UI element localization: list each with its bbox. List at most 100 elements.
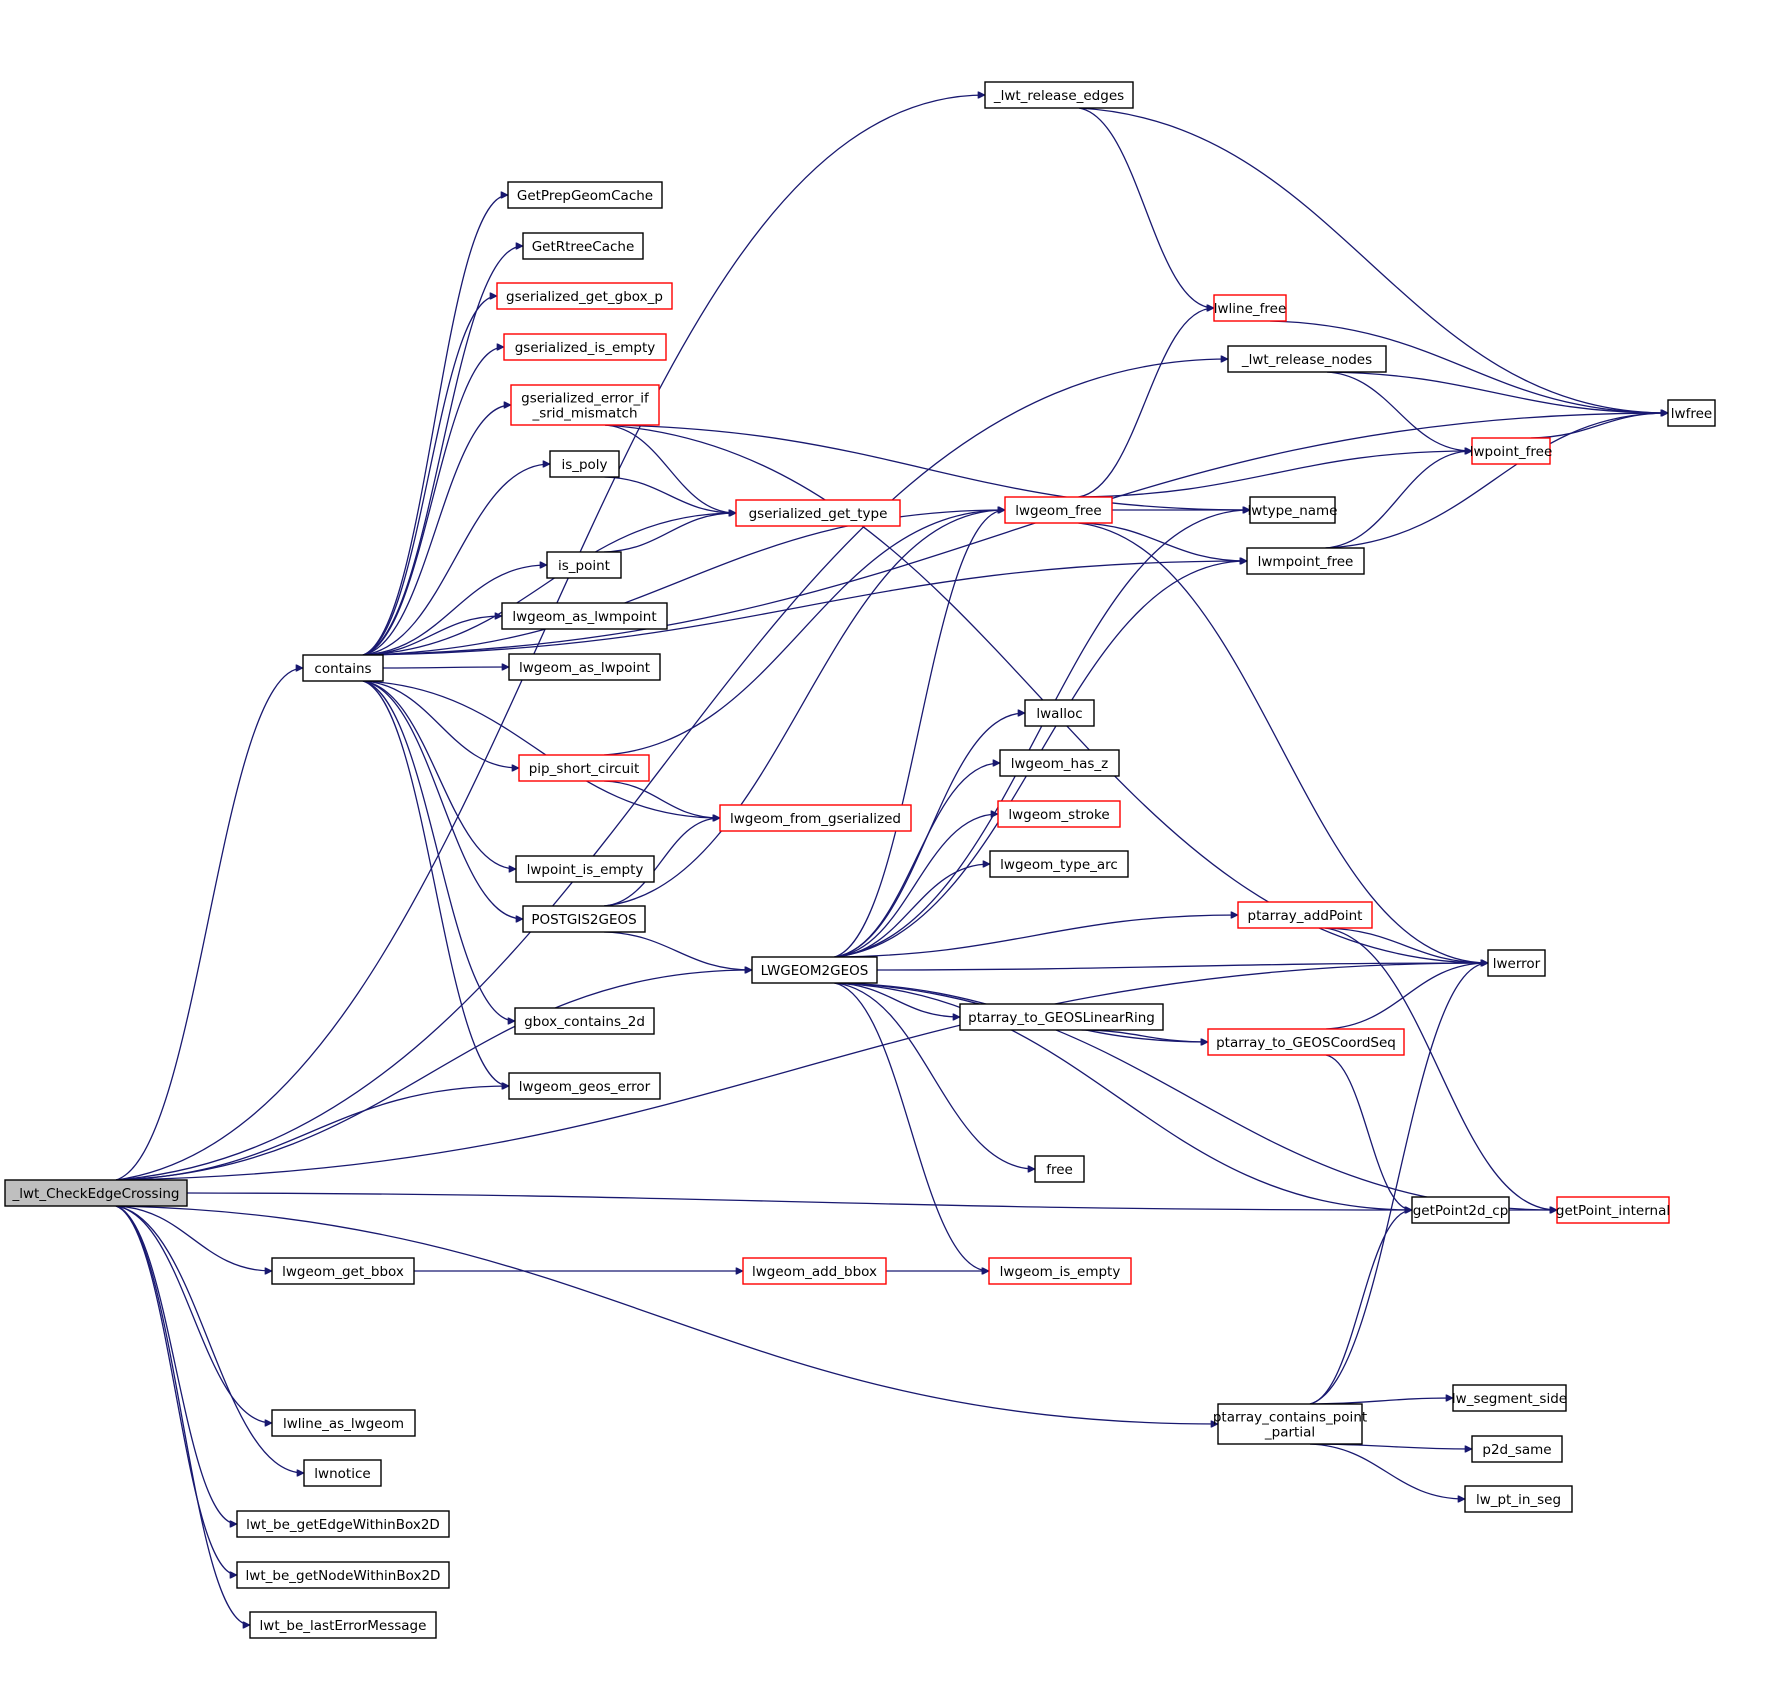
node-lw-pt-in-seg[interactable]: lw_pt_in_seg	[1464, 1485, 1573, 1513]
node-lwt-release-edges[interactable]: _lwt_release_edges	[984, 81, 1134, 109]
node-gbox-contains-2d[interactable]: gbox_contains_2d	[514, 1007, 655, 1035]
node-lwgeom-get-bbox[interactable]: lwgeom_get_bbox	[271, 1257, 415, 1285]
node-lwline-as-lwgeom[interactable]: lwline_as_lwgeom	[271, 1409, 416, 1437]
node-box[interactable]	[997, 800, 1121, 828]
node-pip-short-circuit[interactable]: pip_short_circuit	[518, 754, 650, 782]
node-lwt-be-getedgewithinbox2d[interactable]: lwt_be_getEdgeWithinBox2D	[236, 1510, 450, 1538]
node-gserialized-is-empty[interactable]: gserialized_is_empty	[503, 333, 667, 361]
node-lwgeom-type-arc[interactable]: lwgeom_type_arc	[989, 850, 1129, 878]
node-getprepgeomcache[interactable]: GetPrepGeomCache	[507, 181, 663, 209]
node-box[interactable]	[1227, 345, 1387, 373]
node-lwpoint-is-empty[interactable]: lwpoint_is_empty	[515, 855, 655, 883]
node-lwgeom-from-gserialized[interactable]: lwgeom_from_gserialized	[719, 804, 912, 832]
node-box[interactable]	[1667, 399, 1716, 427]
node-gserialized-error-if-srid-mismatch[interactable]: gserialized_error_if_srid_mismatch	[510, 384, 660, 426]
node-getrtreecache[interactable]: GetRtreeCache	[522, 232, 644, 260]
node-box[interactable]	[522, 232, 644, 260]
node-lw-segment-side[interactable]: lw_segment_side	[1452, 1384, 1567, 1412]
node-box[interactable]	[989, 850, 1129, 878]
node-box[interactable]	[735, 499, 901, 527]
node-lwalloc[interactable]: lwalloc	[1024, 699, 1095, 727]
node-lwtype-name[interactable]: lwtype_name	[1248, 496, 1338, 524]
node-postgis2geos[interactable]: POSTGIS2GEOS	[522, 905, 646, 933]
node-box[interactable]	[249, 1611, 437, 1639]
node-box[interactable]	[496, 282, 673, 310]
node-ptarray-to-geoscoordseq[interactable]: ptarray_to_GEOSCoordSeq	[1207, 1028, 1405, 1056]
node-box[interactable]	[988, 1257, 1132, 1285]
node-lwt-release-nodes[interactable]: _lwt_release_nodes	[1227, 345, 1387, 373]
node-box[interactable]	[4, 1179, 188, 1207]
node-ptarray-addpoint[interactable]: ptarray_addPoint	[1237, 901, 1373, 929]
node-lwt-be-getnodewithinbox2d[interactable]: lwt_be_getNodeWithinBox2D	[236, 1561, 450, 1589]
node-box[interactable]	[1207, 1028, 1405, 1056]
node-box[interactable]	[508, 1072, 661, 1100]
node-lwgeom-as-lwmpoint[interactable]: lwgeom_as_lwmpoint	[501, 602, 668, 630]
node-box[interactable]	[510, 384, 660, 426]
node-lwgeom-as-lwpoint[interactable]: lwgeom_as_lwpoint	[508, 653, 661, 681]
node-gserialized-get-type[interactable]: gserialized_get_type	[735, 499, 901, 527]
node-lwgeom2geos[interactable]: LWGEOM2GEOS	[751, 956, 878, 984]
node-box[interactable]	[1471, 437, 1551, 465]
node-box[interactable]	[1034, 1155, 1085, 1183]
node-box[interactable]	[503, 333, 667, 361]
node-box[interactable]	[1217, 1403, 1363, 1445]
node-box[interactable]	[1452, 1384, 1567, 1412]
node-lwnotice[interactable]: lwnotice	[303, 1459, 382, 1487]
node-ptarray-to-geoslinearring[interactable]: ptarray_to_GEOSLinearRing	[959, 1003, 1164, 1031]
node-box[interactable]	[236, 1510, 450, 1538]
node-is-point[interactable]: is_point	[546, 551, 622, 579]
node-lwfree[interactable]: lwfree	[1667, 399, 1716, 427]
node-box[interactable]	[515, 855, 655, 883]
node-lwt-checkedgecrossing[interactable]: _lwt_CheckEdgeCrossing	[4, 1179, 188, 1207]
node-getpoint-internal[interactable]: getPoint_internal	[1556, 1196, 1670, 1224]
node-box[interactable]	[1024, 699, 1095, 727]
node-box[interactable]	[271, 1409, 416, 1437]
node-lwgeom-is-empty[interactable]: lwgeom_is_empty	[988, 1257, 1132, 1285]
node-box[interactable]	[514, 1007, 655, 1035]
node-box[interactable]	[1237, 901, 1373, 929]
node-box[interactable]	[501, 602, 668, 630]
node-box[interactable]	[1471, 1435, 1563, 1463]
node-p2d-same[interactable]: p2d_same	[1471, 1435, 1563, 1463]
node-box[interactable]	[303, 1459, 382, 1487]
node-gserialized-get-gbox-p[interactable]: gserialized_get_gbox_p	[496, 282, 673, 310]
node-box[interactable]	[1249, 496, 1336, 524]
node-box[interactable]	[1487, 949, 1546, 977]
node-lwline-free[interactable]: lwline_free	[1213, 294, 1287, 322]
node-lwpoint-free[interactable]: lwpoint_free	[1470, 437, 1553, 465]
node-free[interactable]: free	[1034, 1155, 1085, 1183]
node-box[interactable]	[1556, 1196, 1670, 1224]
node-lwerror[interactable]: lwerror	[1487, 949, 1546, 977]
node-contains[interactable]: contains	[302, 654, 384, 682]
node-box[interactable]	[508, 653, 661, 681]
node-box[interactable]	[546, 551, 622, 579]
node-lwgeom-has-z[interactable]: lwgeom_has_z	[999, 749, 1120, 777]
node-box[interactable]	[1464, 1485, 1573, 1513]
node-box[interactable]	[959, 1003, 1164, 1031]
node-box[interactable]	[1213, 294, 1287, 322]
node-box[interactable]	[1004, 496, 1113, 524]
node-ptarray-contains-point-partial[interactable]: ptarray_contains_point_partial	[1213, 1403, 1367, 1445]
node-lwt-be-lasterrormessage[interactable]: lwt_be_lastErrorMessage	[249, 1611, 437, 1639]
node-box[interactable]	[236, 1561, 450, 1589]
node-box[interactable]	[999, 749, 1120, 777]
node-box[interactable]	[302, 654, 384, 682]
node-box[interactable]	[522, 905, 646, 933]
node-box[interactable]	[742, 1257, 887, 1285]
node-box[interactable]	[518, 754, 650, 782]
node-getpoint2d-cp[interactable]: getPoint2d_cp	[1411, 1196, 1510, 1224]
node-is-poly[interactable]: is_poly	[549, 450, 620, 478]
node-box[interactable]	[549, 450, 620, 478]
node-box[interactable]	[751, 956, 878, 984]
node-box[interactable]	[507, 181, 663, 209]
node-box[interactable]	[719, 804, 912, 832]
node-lwmpoint-free[interactable]: lwmpoint_free	[1246, 547, 1365, 575]
node-lwgeom-geos-error[interactable]: lwgeom_geos_error	[508, 1072, 661, 1100]
node-box[interactable]	[271, 1257, 415, 1285]
node-lwgeom-free[interactable]: lwgeom_free	[1004, 496, 1113, 524]
node-box[interactable]	[1411, 1196, 1510, 1224]
node-lwgeom-add-bbox[interactable]: lwgeom_add_bbox	[742, 1257, 887, 1285]
node-lwgeom-stroke[interactable]: lwgeom_stroke	[997, 800, 1121, 828]
node-box[interactable]	[984, 81, 1134, 109]
node-box[interactable]	[1246, 547, 1365, 575]
